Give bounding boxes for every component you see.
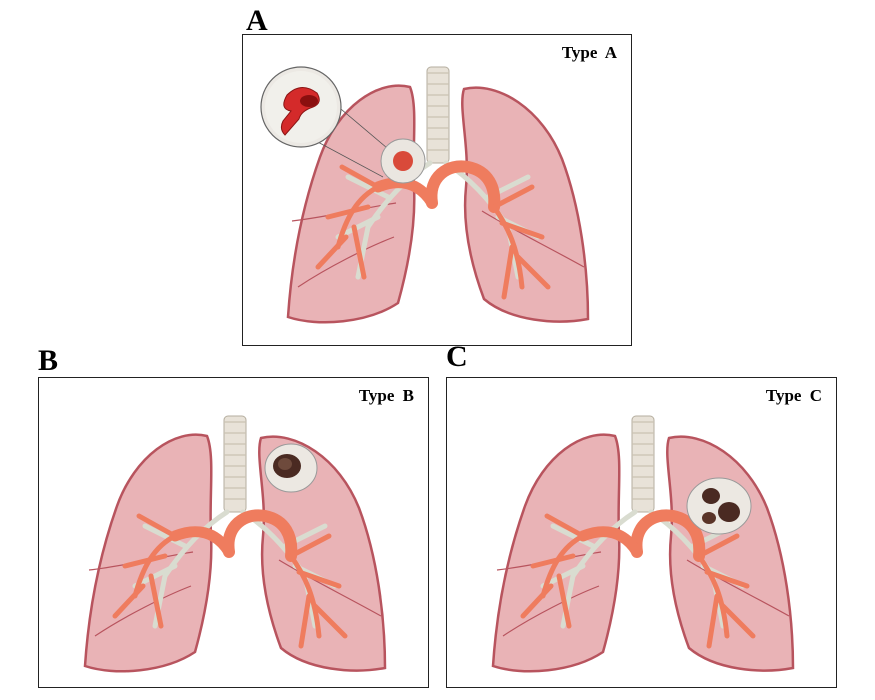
panel-type-b: Type B xyxy=(38,377,429,688)
lungs-icon xyxy=(491,415,795,673)
cavity-lesion-icon xyxy=(686,477,752,535)
cavity-lesion-icon xyxy=(264,443,318,493)
panel-letter-a: A xyxy=(246,4,268,37)
panel-type-a: Type A xyxy=(242,34,632,346)
panel-title-a: Type A xyxy=(561,43,617,62)
panel-type-c: Type C xyxy=(446,377,837,688)
lungs-icon xyxy=(286,66,590,324)
lung-illustration-c xyxy=(491,415,795,673)
lung-illustration-b xyxy=(83,415,387,673)
panel-letter-b: B xyxy=(38,344,59,377)
panel-letter-c: C xyxy=(446,340,468,373)
lungs-icon xyxy=(83,415,387,673)
lung-illustration-a xyxy=(260,66,590,324)
panel-title-b: Type B xyxy=(358,386,414,405)
magnifier-inset-icon xyxy=(260,66,342,148)
panel-title-c: Type C xyxy=(765,386,822,405)
thrombus-lesion-icon xyxy=(380,138,426,184)
